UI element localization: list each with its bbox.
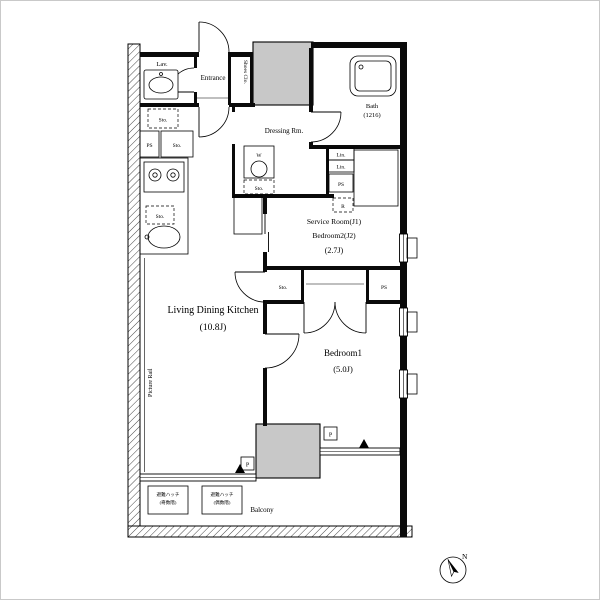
storage-box bbox=[243, 179, 275, 195]
washer-label: W bbox=[256, 153, 262, 159]
evacuation-hatch-box bbox=[201, 485, 243, 515]
shoes-closet-label: Shoes Clo. bbox=[242, 60, 248, 84]
dropped-ceiling-hatch bbox=[353, 149, 399, 207]
pipe-box bbox=[240, 456, 255, 471]
windows bbox=[139, 233, 418, 482]
ldk-label: Living Dining Kitchen bbox=[167, 305, 258, 316]
pipe-space-label: PS bbox=[338, 182, 344, 188]
room-bedroom1: Bedroom1 (5.0J) bbox=[324, 348, 362, 374]
kitchen-counter bbox=[139, 157, 189, 255]
bedroom1-size-label: (5.0J) bbox=[333, 364, 353, 374]
room-bath: Bath (1216) bbox=[349, 55, 397, 119]
faucet bbox=[144, 234, 150, 240]
lav-label: Lav. bbox=[156, 61, 168, 68]
window-sleeve bbox=[406, 237, 418, 259]
evacuation-hatch-note: (奇数階) bbox=[160, 499, 177, 506]
linen-label: Lin. bbox=[336, 153, 346, 159]
storage-label: Sto. bbox=[255, 186, 264, 192]
kitchen-sink bbox=[147, 225, 181, 249]
faucet bbox=[159, 72, 163, 76]
closet: Sto. PS bbox=[279, 283, 387, 291]
room-dressing: Dressing Rm. W Sto. Lin. Lin. PS bbox=[243, 127, 355, 195]
hatch-marker-triangle bbox=[235, 464, 245, 473]
evacuation-hatch-title: 避難ハッチ bbox=[211, 491, 234, 498]
burner-icon bbox=[166, 168, 180, 182]
compass-circle bbox=[439, 556, 467, 584]
bedroom1-label: Bedroom1 bbox=[324, 348, 362, 358]
window-sleeve bbox=[406, 373, 418, 395]
storage-label: Sto. bbox=[279, 285, 288, 291]
bath-size-label: (1216) bbox=[363, 112, 380, 119]
closet-door-right bbox=[334, 301, 367, 334]
south-balcony-wall bbox=[127, 525, 413, 538]
ldk-size-label: (10.8J) bbox=[200, 322, 227, 333]
kitchen: Sto. PS Sto. Sto. bbox=[139, 108, 263, 255]
room-service: R Service Room(J1) Bedroom2(J2) (2.7J) bbox=[307, 149, 399, 255]
service-room-size-label: (2.7J) bbox=[325, 246, 344, 255]
bedroom2-label: Bedroom2(J2) bbox=[312, 231, 356, 240]
storage-label: Sto. bbox=[173, 143, 182, 149]
west-wall bbox=[127, 43, 141, 538]
storage-label: Sto. bbox=[156, 214, 165, 220]
room-ldk: Living Dining Kitchen (10.8J) Picture Ra… bbox=[144, 258, 259, 472]
south-shaft bbox=[255, 423, 321, 479]
hall-storage bbox=[147, 108, 179, 129]
burner-icon bbox=[148, 168, 162, 182]
closet-door-left bbox=[303, 301, 336, 334]
under-counter-storage bbox=[145, 205, 175, 225]
dropped-ceiling-hatch bbox=[233, 195, 263, 235]
balcony: 避難ハッチ (奇数階) 避難ハッチ (偶数階) Balcony bbox=[147, 439, 369, 515]
refrigerator-space bbox=[332, 197, 354, 213]
bedroom1-door bbox=[264, 333, 300, 369]
storage-door bbox=[234, 271, 266, 303]
balcony-label: Balcony bbox=[250, 506, 274, 514]
pipe-box bbox=[323, 426, 338, 441]
refrigerator-label: R bbox=[341, 204, 345, 210]
north-shaft bbox=[252, 41, 314, 106]
pipe-space bbox=[139, 130, 160, 158]
washer-drum bbox=[250, 160, 268, 178]
entrance-door bbox=[198, 21, 230, 53]
stove bbox=[143, 161, 185, 193]
pipe-label: P bbox=[246, 463, 250, 469]
pipe-space-label: PS bbox=[381, 285, 387, 291]
service-room-label: Service Room(J1) bbox=[307, 217, 362, 226]
burner-icon bbox=[170, 172, 176, 178]
window-sleeve bbox=[406, 311, 418, 333]
bathtub-inner bbox=[354, 60, 392, 92]
pipe-boxes: P P bbox=[240, 426, 338, 471]
hatch-marker-triangle bbox=[359, 439, 369, 448]
doors bbox=[169, 21, 367, 369]
pipe-space bbox=[328, 173, 354, 193]
bath-label: Bath bbox=[366, 103, 379, 110]
pipe-space-label: PS bbox=[146, 143, 152, 149]
dressing-room-label: Dressing Rm. bbox=[265, 127, 304, 135]
bath-door bbox=[310, 111, 342, 143]
burner-icon bbox=[152, 172, 158, 178]
room-entrance: Entrance Shoes Clo. bbox=[197, 60, 248, 99]
walls bbox=[140, 42, 407, 537]
outer-structural-walls bbox=[127, 43, 413, 538]
picture-rail-label: Picture Rail bbox=[148, 368, 154, 397]
entrance-label: Entrance bbox=[201, 74, 226, 82]
storage-label: Sto. bbox=[159, 118, 168, 124]
wash-basin bbox=[148, 76, 174, 94]
washer-pan bbox=[243, 145, 275, 179]
north-label: N bbox=[462, 552, 468, 561]
evacuation-hatch-title: 避難ハッチ bbox=[157, 491, 180, 498]
pipe-label: P bbox=[329, 433, 333, 439]
linen-label: Lin. bbox=[336, 165, 346, 171]
evacuation-hatch-note: (偶数階) bbox=[214, 499, 231, 506]
storage-box bbox=[160, 130, 194, 158]
hall-door bbox=[198, 106, 230, 138]
room-lav: Lav. bbox=[143, 61, 179, 100]
bath-drain bbox=[358, 64, 364, 70]
evacuation-hatch-box bbox=[147, 485, 189, 515]
